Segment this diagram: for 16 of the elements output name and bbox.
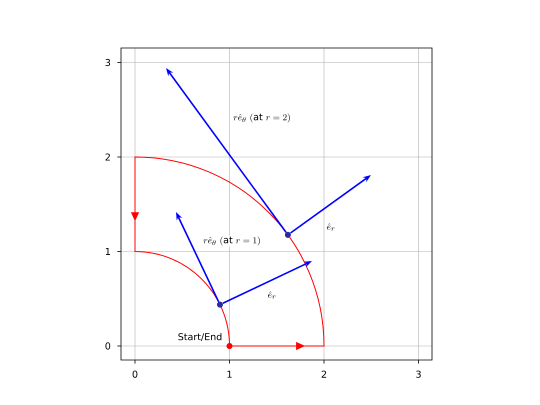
tick-label: 3	[416, 370, 421, 378]
tick-label: 1	[228, 370, 232, 378]
point-marker	[284, 232, 291, 238]
edge-label: $\hat{e}_r$	[326, 222, 336, 232]
tick-label: 0	[105, 342, 110, 350]
tick-label: 2	[322, 370, 326, 378]
tick-label: 1	[106, 248, 110, 255]
tick-label: 0	[132, 370, 138, 378]
point-label: Start/End	[178, 332, 222, 342]
point-marker	[216, 302, 223, 308]
edge-label: $r\hat{e}_\theta\ (\mathrm{at}\ r = 1)$	[202, 236, 262, 246]
point-marker	[226, 343, 232, 349]
tick-label: 3	[106, 58, 110, 66]
edge-label: $\hat{e}_r$	[266, 290, 278, 300]
tick-label: 2	[106, 153, 110, 161]
edge-label: $r\hat{e}_\theta\ (\mathrm{at}\ r = 2)$	[232, 112, 292, 124]
